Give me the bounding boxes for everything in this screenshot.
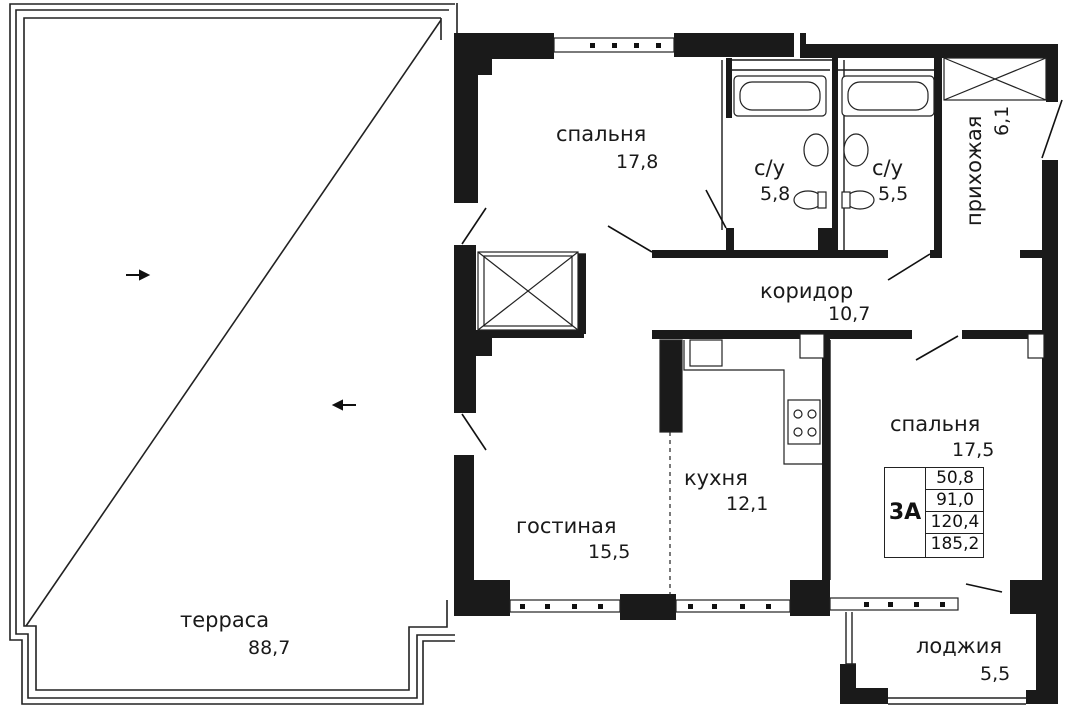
bathtubs (733, 75, 935, 117)
door-swings (461, 99, 1063, 593)
room-label-kitchen: кухня (684, 466, 748, 490)
walls (454, 33, 1058, 704)
loggia-outline (845, 612, 1026, 705)
room-area-bath1: 5,8 (760, 183, 791, 205)
room-label-bedroom1: спальня (556, 122, 647, 146)
room-area-bedroom2: 17,5 (952, 439, 995, 461)
room-label-corridor: коридор (760, 279, 854, 303)
bath-fixtures (793, 133, 875, 210)
room-label-bedroom2: спальня (890, 412, 981, 436)
room-area-hallway: 6,1 (991, 105, 1013, 136)
area-value-living: 50,8 (926, 468, 984, 490)
apartment-code: 3А (888, 500, 922, 525)
window-marks (520, 43, 945, 609)
kitchen-fixtures (659, 339, 822, 596)
area-value-total: 91,0 (926, 490, 984, 512)
room-label-loggia: лоджия (916, 634, 1002, 658)
room-label-hallway: прихожая (962, 115, 986, 226)
room-area-terrace: 88,7 (248, 637, 291, 659)
terrace-arrows (126, 269, 356, 411)
room-area-corridor: 10,7 (828, 303, 871, 325)
area-values: 50,8 91,0 120,4 185,2 (925, 468, 984, 557)
room-area-living: 15,5 (588, 541, 631, 563)
room-label-bath2: с/у (872, 156, 904, 180)
room-label-bath1: с/у (754, 156, 786, 180)
room-label-terrace: терраса (180, 608, 270, 632)
closet (477, 251, 579, 331)
area-value-with-terrace: 185,2 (930, 534, 980, 554)
terrace-outline (9, 3, 458, 705)
room-area-bedroom1: 17,8 (616, 151, 659, 173)
apartment-summary: 3А 50,8 91,0 120,4 185,2 (884, 467, 984, 558)
room-label-living: гостиная (516, 514, 617, 538)
room-area-bath2: 5,5 (878, 183, 909, 205)
windows (509, 37, 1047, 613)
vent-shafts (799, 333, 1045, 359)
room-area-loggia: 5,5 (980, 663, 1011, 685)
area-value-with-loggia: 120,4 (926, 512, 984, 534)
room-area-kitchen: 12,1 (726, 493, 769, 515)
